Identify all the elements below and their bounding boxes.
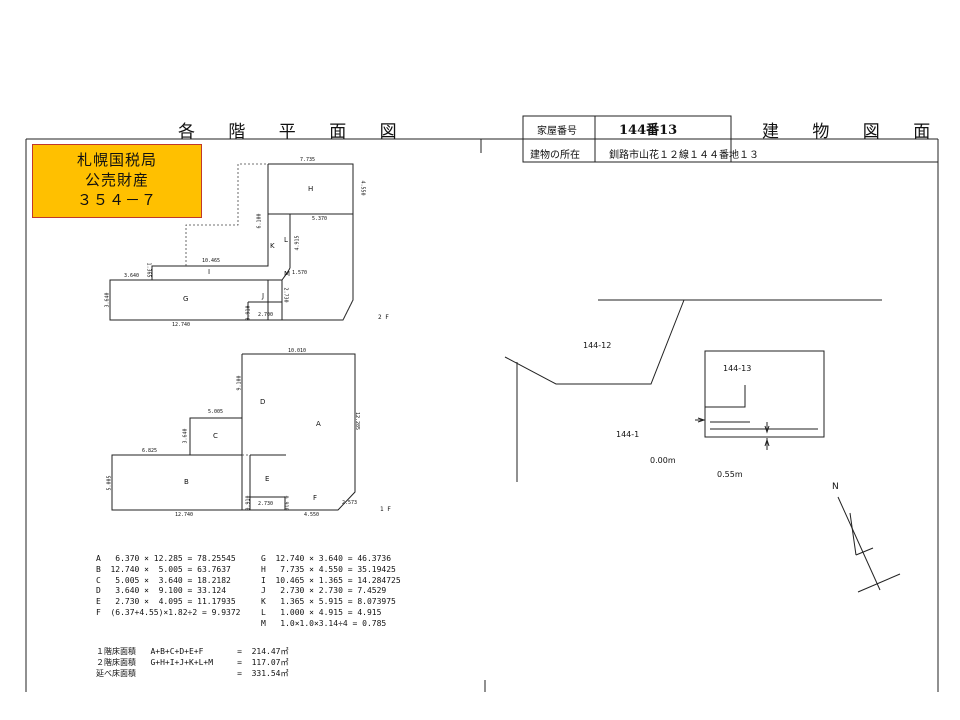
page-title-right: 建 物 図 面 <box>762 122 945 142</box>
calc-row: B 12.740 × 5.005 = 63.7637 <box>96 564 231 574</box>
calc-row: F (6.37+4.55)×1.82÷2 = 9.9372 <box>96 607 241 617</box>
dim-label: 12.740 <box>175 512 194 518</box>
lot-label: 144-13 <box>723 364 752 373</box>
house-no-value: 144番13 <box>619 123 678 138</box>
north-arrow-icon: N <box>832 482 839 492</box>
dim-label: 0.910 <box>245 495 252 511</box>
area-label: F <box>313 494 318 502</box>
area-label: B <box>184 478 189 486</box>
calc-row: K 1.365 × 5.915 = 8.073975 <box>261 597 396 607</box>
area-label: D <box>260 398 266 406</box>
dim-label: 6.100 <box>256 213 263 229</box>
location-value: 釧路市山花１２線１４４番地１３ <box>609 150 759 161</box>
area-label: K <box>270 242 275 250</box>
dim-label: 2.573 <box>342 500 358 506</box>
floor-label-2f: 2 F <box>378 314 389 321</box>
calc-list-2f: G 12.740 × 3.640 = 46.3736 H 7.735 × 4.5… <box>261 554 401 630</box>
dim-label: 4.550 <box>304 512 320 518</box>
dim-label: 0.910 <box>245 305 252 321</box>
calc-row: E 2.730 × 4.095 = 11.17935 <box>96 597 236 607</box>
distance-label: 0.55m <box>717 470 743 479</box>
area-label: C <box>213 432 218 440</box>
dim-label: 10.465 <box>202 258 221 264</box>
summary-row: ２階床面積 G+H+I+J+K+L+M = 117.07㎡ <box>96 658 289 667</box>
dim-label: 4.550 <box>359 180 366 196</box>
area-label: A <box>316 420 321 428</box>
dim-label: 3.640 <box>182 428 189 444</box>
area-label: M <box>284 270 291 278</box>
dim-label: 12.740 <box>172 322 191 328</box>
dim-label: 7.735 <box>300 157 316 163</box>
floor-area-summary: １階床面積 A+B+C+D+E+F = 214.47㎡ ２階床面積 G+H+I+… <box>96 646 289 679</box>
location-label: 建物の所在 <box>530 150 580 161</box>
calc-row: L 1.000 × 4.915 = 4.915 <box>261 607 382 617</box>
dim-label: 6.825 <box>142 448 158 454</box>
dim-label: 2.700 <box>258 312 274 318</box>
dim-label: 0.910 <box>282 495 289 511</box>
area-label: J <box>262 292 265 300</box>
dim-label: 1.365 <box>145 262 152 278</box>
house-no-label: 家屋番号 <box>537 126 577 137</box>
calc-row: H 7.735 × 4.550 = 35.19425 <box>261 564 396 574</box>
dim-label: 4.915 <box>294 235 301 251</box>
dim-label: 5.005 <box>106 475 113 491</box>
calc-row: J 2.730 × 2.730 = 7.4529 <box>261 586 387 596</box>
page-title-left: 各 階 平 面 図 <box>178 122 411 142</box>
floor2-dashed <box>185 163 354 321</box>
area-label: G <box>183 295 189 303</box>
calc-row: A 6.370 × 12.285 = 78.25545 <box>96 554 236 563</box>
auction-badge: 札幌国税局 公売財産 ３５４－７ <box>32 144 202 218</box>
distance-label: 0.00m <box>650 456 676 465</box>
calc-row: I 10.465 × 1.365 = 14.284725 <box>261 575 401 585</box>
dim-label: 5.005 <box>208 409 224 415</box>
badge-status: 公売財産 <box>84 171 149 189</box>
floor1-plan <box>111 353 356 511</box>
calc-row: M 1.0×1.0×3.14÷4 = 0.785 <box>261 618 387 628</box>
calc-list-1f: A 6.370 × 12.285 = 78.25545 B 12.740 × 5… <box>96 554 241 619</box>
lot-label: 144-12 <box>583 341 612 350</box>
dim-label: 1.570 <box>292 270 308 276</box>
badge-office: 札幌国税局 <box>76 151 157 169</box>
summary-row: １階床面積 A+B+C+D+E+F = 214.47㎡ <box>96 647 289 656</box>
calc-row: D 3.640 × 9.100 = 33.124 <box>96 586 227 596</box>
dim-label: 12.285 <box>354 411 361 431</box>
dim-label: 2.730 <box>258 501 274 507</box>
dim-label: 9.100 <box>236 375 243 391</box>
floor-label-1f: 1 F <box>380 506 391 513</box>
dim-label: 2.730 <box>282 287 289 303</box>
dim-label: 3.640 <box>104 292 111 308</box>
lot-label: 144-1 <box>616 430 640 439</box>
dim-label: 5.370 <box>312 216 328 222</box>
summary-row: 延べ床面積 = 331.54㎡ <box>96 669 289 678</box>
dim-label: 10.010 <box>288 348 307 354</box>
calc-row: G 12.740 × 3.640 = 46.3736 <box>261 554 392 563</box>
site-plan <box>504 299 901 593</box>
area-label: L <box>284 236 288 244</box>
area-label: I <box>208 268 211 276</box>
calc-row: C 5.005 × 3.640 = 18.2182 <box>96 575 231 585</box>
area-label: E <box>265 475 270 483</box>
area-label: H <box>308 185 314 193</box>
dim-label: 3.640 <box>124 273 140 279</box>
floor2-plan <box>109 163 354 321</box>
header-table <box>522 115 938 163</box>
badge-number: ３５４－７ <box>76 191 157 209</box>
